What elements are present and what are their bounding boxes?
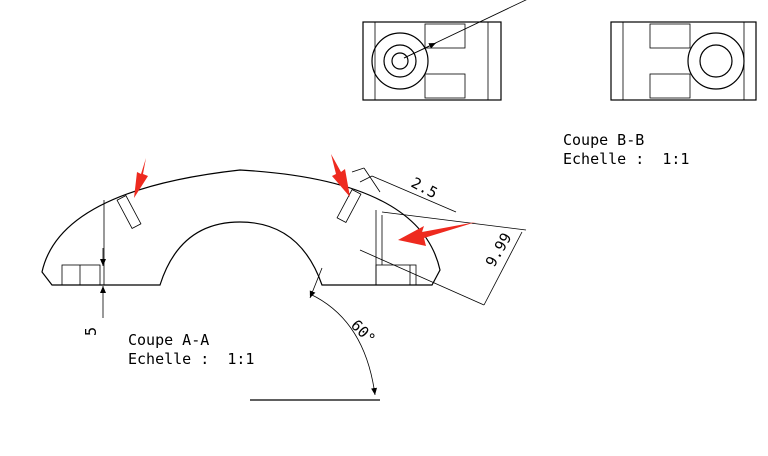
dim-9-99-label: 9.99 [482,230,516,270]
red-arrow-right-icon [398,222,476,246]
dimension-angle [250,267,380,401]
section-b-scale: Echelle : 1:1 [563,150,690,168]
view-b-right [610,21,757,101]
annotation-arrows [134,154,476,246]
red-arrow-middle-icon [331,154,350,197]
red-arrow-left-icon [134,158,148,198]
view-b-left [362,0,527,101]
dim-60-label: 60° [347,316,379,348]
section-b-title: Coupe B-B [563,131,645,149]
section-a-title: Coupe A-A [128,331,210,349]
dim-5-label: 5 [82,327,100,336]
dimension-slot-depth [359,211,527,306]
section-a-part [41,169,441,286]
dimension-slot-width [351,167,457,213]
section-a-scale: Echelle : 1:1 [128,350,255,368]
dim-2-5-label: 2.5 [408,174,440,203]
